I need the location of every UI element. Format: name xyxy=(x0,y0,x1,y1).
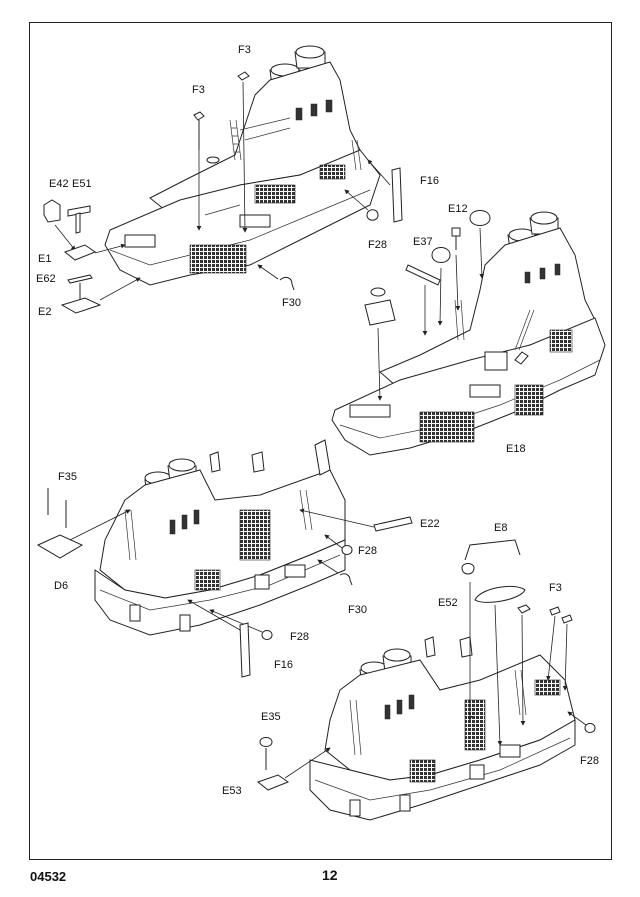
assembly-3-superstructure xyxy=(94,439,346,636)
label-e35: E35 xyxy=(261,711,281,723)
label-e12: E12 xyxy=(448,203,468,215)
label-e8: E8 xyxy=(494,522,507,534)
label-e52: E52 xyxy=(438,597,458,609)
assembly-1-superstructure xyxy=(104,45,381,286)
assembly-4-parts xyxy=(256,539,596,791)
instruction-frame xyxy=(29,22,612,860)
label-e37: E37 xyxy=(413,236,433,248)
label-f16: F16 xyxy=(274,659,293,671)
label-e2: E2 xyxy=(38,306,51,318)
label-d6: D6 xyxy=(54,580,68,592)
product-code: 04532 xyxy=(30,869,67,884)
label-f3: F3 xyxy=(238,44,251,56)
label-f3: F3 xyxy=(192,84,205,96)
label-f28: F28 xyxy=(368,239,387,251)
label-e18: E18 xyxy=(506,443,526,455)
label-f30: F30 xyxy=(282,297,301,309)
label-f35: F35 xyxy=(58,471,77,483)
label-f28: F28 xyxy=(358,545,377,557)
label-f30: F30 xyxy=(348,604,367,616)
assembly-2-superstructure xyxy=(331,211,606,456)
label-e1: E1 xyxy=(38,253,51,265)
label-f3: F3 xyxy=(549,582,562,594)
label-e51: E51 xyxy=(72,178,92,190)
assembly-3-parts xyxy=(36,488,413,678)
part-labels: F3 F3 E42 E51 E1 E62 E2 F16 F28 F30 E12 … xyxy=(36,44,599,797)
assembly-1-parts xyxy=(43,71,403,314)
label-e62: E62 xyxy=(36,273,56,285)
label-e22: E22 xyxy=(420,518,440,530)
label-e42: E42 xyxy=(49,178,69,190)
label-e53: E53 xyxy=(222,785,242,797)
label-f16: F16 xyxy=(420,175,439,187)
label-f28: F28 xyxy=(580,755,599,767)
label-f28: F28 xyxy=(290,631,309,643)
page-number: 12 xyxy=(322,867,338,883)
assembly-2-parts xyxy=(364,210,529,401)
assembly-4-superstructure xyxy=(309,636,576,821)
